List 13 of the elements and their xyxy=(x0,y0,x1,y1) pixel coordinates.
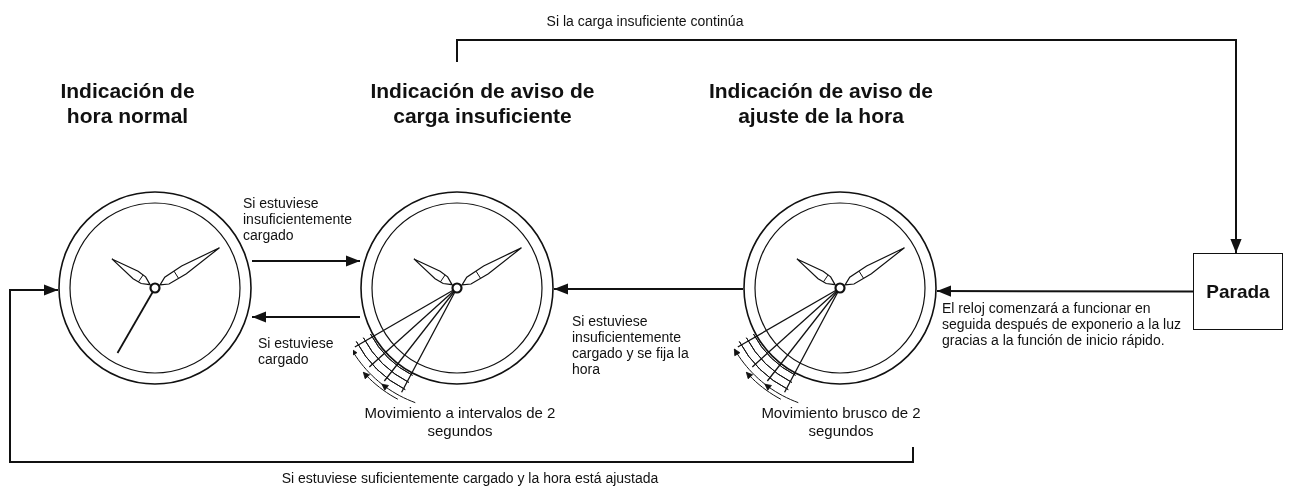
heading: Indicación de aviso de ajuste de la hora xyxy=(707,78,935,128)
arrow xyxy=(456,39,1242,254)
arrow xyxy=(553,283,744,295)
arrow xyxy=(251,255,361,267)
edge-label: Si estuviese cargado xyxy=(258,335,353,367)
node-label: Movimiento brusco de 2 segundos xyxy=(760,404,922,440)
arrow xyxy=(936,285,1194,297)
node-label: Movimiento a intervalos de 2 segundos xyxy=(363,404,557,440)
heading: Indicación de hora normal xyxy=(59,78,196,128)
heading: Indicación de aviso de carga insuficiente xyxy=(369,78,596,128)
status-box: Parada xyxy=(1193,253,1283,330)
arrow xyxy=(9,284,914,463)
arrow xyxy=(251,311,361,323)
